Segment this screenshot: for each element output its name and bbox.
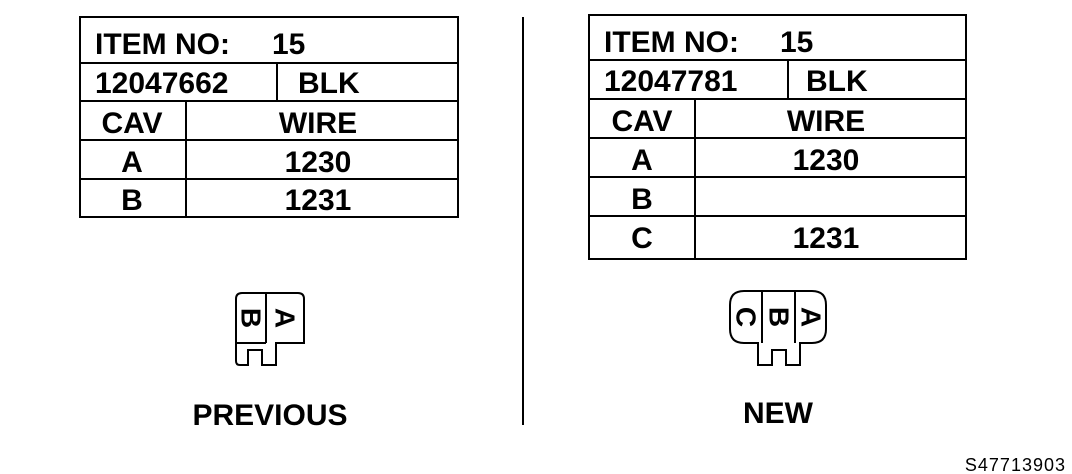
wire-cell: 1231: [793, 222, 860, 255]
connector-color: BLK: [806, 65, 868, 98]
connector-outline: [729, 290, 827, 366]
part-number: 12047781: [604, 65, 737, 98]
wire-column-header: WIRE: [279, 107, 357, 140]
item-no-value: 15: [780, 26, 813, 59]
new-connector-face-icon: C B A: [729, 290, 827, 366]
new-caption: NEW: [743, 397, 814, 430]
item-no-label: ITEM NO:: [604, 26, 739, 59]
wire-cell: 1230: [285, 146, 352, 179]
new-pinout-table: ITEM NO: 15 12047781 BLK CAV WIRE A 1230…: [588, 14, 967, 260]
connector-color: BLK: [298, 67, 360, 100]
cav-column-header: CAV: [101, 107, 162, 140]
cav-cell: A: [631, 144, 653, 177]
item-no-value: 15: [272, 28, 305, 61]
item-no-label: ITEM NO:: [95, 28, 230, 61]
previous-caption: PREVIOUS: [192, 399, 347, 432]
cav-column-header: CAV: [611, 105, 672, 138]
wire-cell: 1230: [793, 144, 860, 177]
previous-connector-face-icon: B A: [235, 292, 305, 366]
wire-cell: 1231: [285, 184, 352, 217]
cav-cell: B: [121, 184, 143, 217]
wire-column-header: WIRE: [787, 105, 865, 138]
table-border: [79, 16, 459, 218]
cavity-label: A: [270, 308, 301, 328]
cavity-label: B: [764, 307, 795, 327]
cavity-label: A: [796, 307, 827, 327]
connector-outline: [235, 292, 305, 366]
previous-pinout-table: ITEM NO: 15 12047662 BLK CAV WIRE A 1230…: [79, 16, 459, 218]
cav-cell: C: [631, 222, 653, 255]
cavity-label: B: [236, 308, 267, 328]
cav-cell: B: [631, 183, 653, 216]
part-number: 12047662: [95, 67, 228, 100]
figure-code: S47713903: [965, 455, 1066, 474]
cav-cell: A: [121, 146, 143, 179]
cavity-label: C: [731, 307, 762, 327]
